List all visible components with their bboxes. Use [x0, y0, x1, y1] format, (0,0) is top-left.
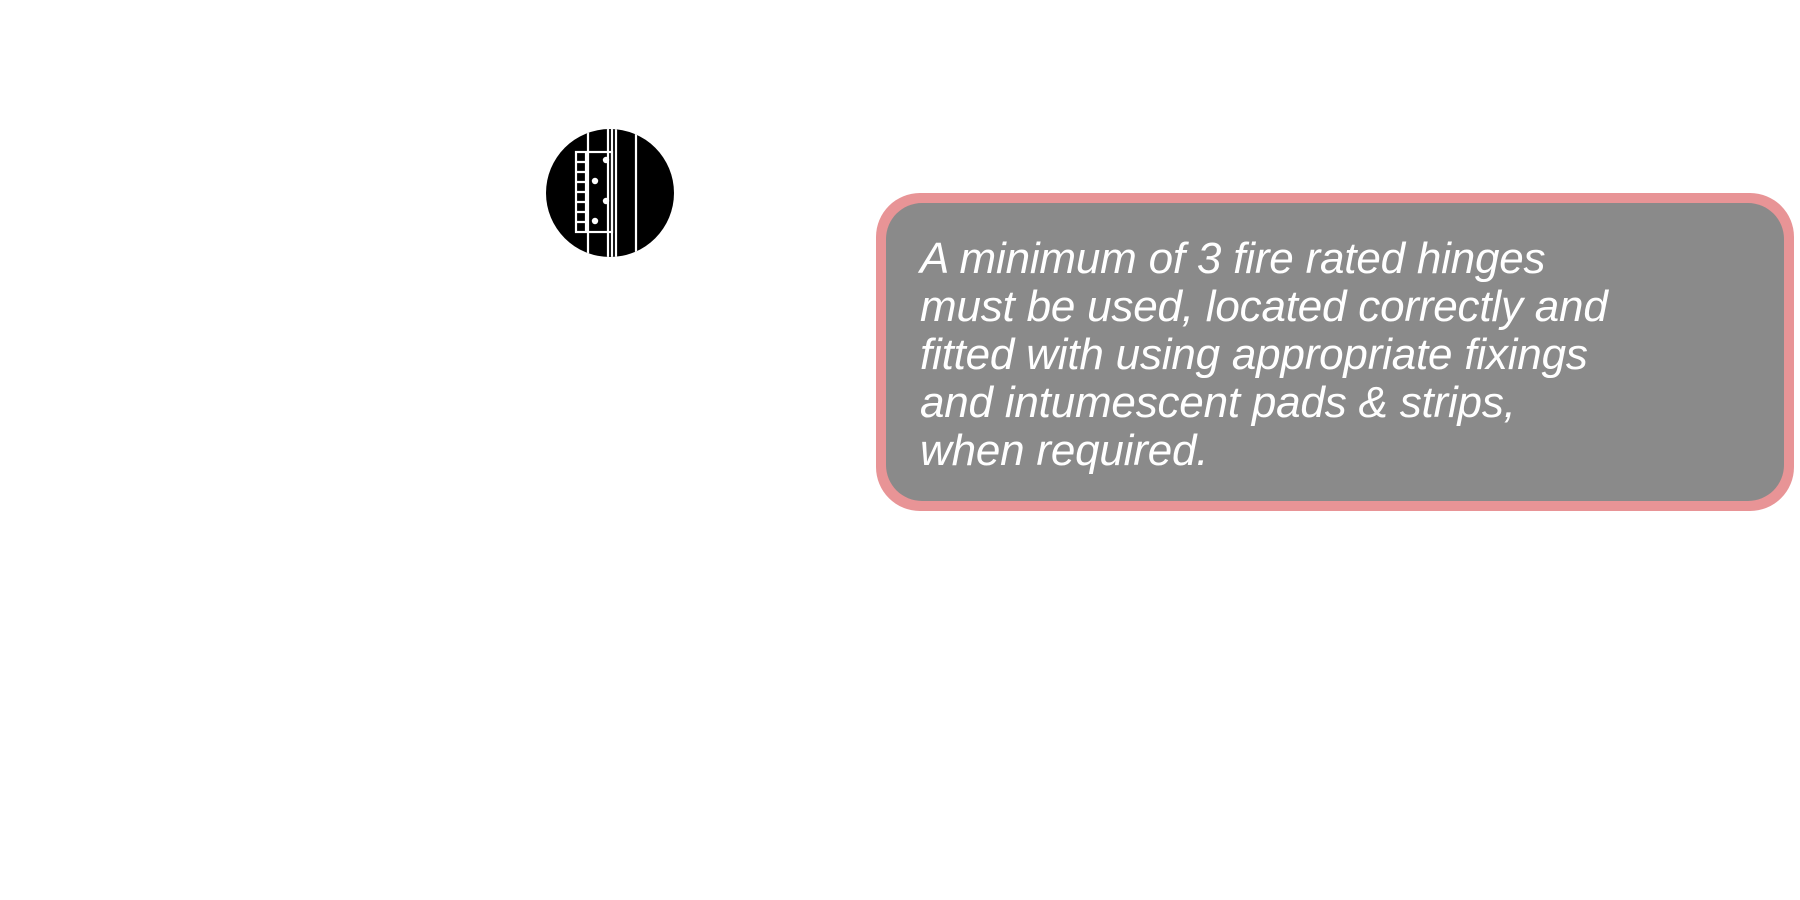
- info-callout-text: A minimum of 3 fire rated hinges must be…: [920, 234, 1608, 475]
- info-callout: A minimum of 3 fire rated hinges must be…: [876, 193, 1794, 511]
- info-callout-body: A minimum of 3 fire rated hinges must be…: [886, 203, 1784, 501]
- door-hinge-icon-graphic: [546, 129, 674, 257]
- door-hinge-icon: [545, 128, 675, 258]
